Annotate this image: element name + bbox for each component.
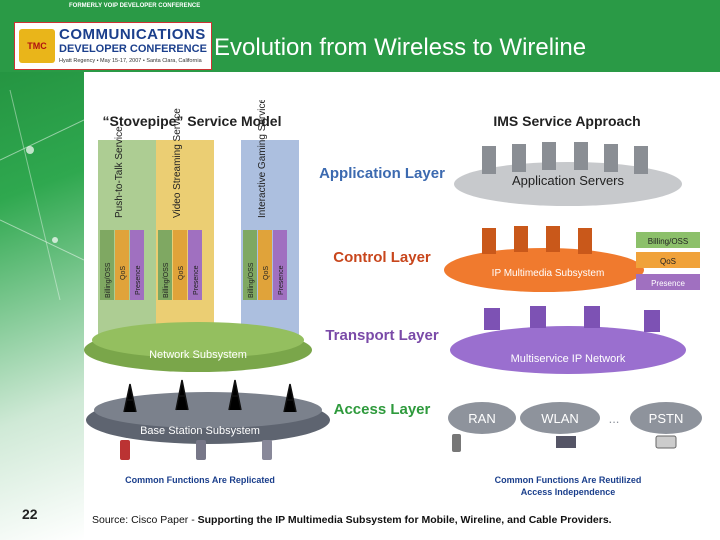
base-station-label: Base Station Subsystem — [140, 425, 260, 437]
function-billing: Billing/OSS — [163, 262, 170, 298]
desk-phone-icon — [655, 435, 677, 449]
stovepipe-heading: “Stovepipe” Service Model — [103, 113, 282, 129]
function-presence: Presence — [135, 265, 142, 295]
application-servers-label: Application Servers — [512, 173, 624, 188]
access-ran: RAN — [468, 411, 495, 426]
application-servers-disk — [454, 162, 682, 206]
column-1-functions: Billing/OSS QoS Presence — [100, 230, 144, 300]
column-2-functions: Billing/OSS QoS Presence — [158, 230, 202, 300]
multiservice-network-label: Multiservice IP Network — [511, 353, 626, 365]
source-citation: Source: Cisco Paper - Supporting the IP … — [92, 514, 612, 526]
ims-label: IP Multimedia Subsystem — [492, 268, 605, 279]
ims-caption-2: Access Independence — [521, 487, 616, 497]
architecture-diagram: “Stovepipe” Service Model IMS Service Ap… — [84, 100, 702, 497]
source-title: Supporting the IP Multimedia Subsystem f… — [197, 514, 612, 526]
ims-function-billing: Billing/OSS — [648, 237, 688, 246]
ims-function-qos: QoS — [660, 257, 676, 266]
function-qos: QoS — [120, 266, 127, 280]
column-3-functions: Billing/OSS QoS Presence — [243, 230, 287, 300]
function-qos: QoS — [178, 266, 185, 280]
phone-icon — [196, 440, 206, 460]
logo-tagline: FORMERLY VOIP DEVELOPER CONFERENCE — [69, 3, 201, 9]
control-server-icons — [482, 226, 592, 254]
stovepipe-caption: Common Functions Are Replicated — [125, 475, 275, 485]
service-label-1: Push-to-Talk Service — [114, 126, 125, 218]
access-wlan: WLAN — [541, 411, 579, 426]
network-subsystem-label: Network Subsystem — [149, 349, 247, 361]
ims-function-presence: Presence — [651, 279, 685, 288]
conference-logo: FORMERLY VOIP DEVELOPER CONFERENCE TMC C… — [14, 3, 212, 70]
ims-billing-box — [636, 232, 700, 248]
slide-title: Evolution from Wireless to Wireline — [214, 34, 587, 61]
logo-line-1: COMMUNICATIONS — [59, 26, 206, 43]
layer-access: Access Layer — [334, 401, 431, 418]
tmc-badge: TMC — [19, 29, 55, 63]
layer-application: Application Layer — [319, 165, 445, 182]
slide-header: FORMERLY VOIP DEVELOPER CONFERENCE TMC C… — [0, 0, 720, 72]
multiservice-network-disk — [450, 326, 686, 374]
access-ellipses — [448, 402, 702, 434]
function-billing: Billing/OSS — [105, 262, 112, 298]
ims-caption-1: Common Functions Are Reutilized — [495, 475, 642, 485]
function-qos: QoS — [263, 266, 270, 280]
logo-line-3: Hyatt Regency • May 15-17, 2007 • Santa … — [59, 58, 202, 64]
tower-icons — [123, 379, 297, 413]
ims-control-disk — [444, 248, 644, 292]
function-presence: Presence — [193, 265, 200, 295]
service-label-3: Interactive Gaming Service — [257, 100, 268, 218]
layer-control: Control Layer — [333, 249, 431, 266]
function-presence: Presence — [278, 265, 285, 295]
network-lines-decoration — [0, 89, 84, 301]
ims-qos-box — [636, 252, 700, 268]
ims-heading: IMS Service Approach — [493, 113, 640, 129]
layer-transport: Transport Layer — [325, 327, 439, 344]
phone-icon — [262, 440, 272, 460]
function-billing: Billing/OSS — [248, 262, 255, 298]
phone-icon — [452, 434, 461, 452]
phone-icon — [120, 440, 130, 460]
access-pstn: PSTN — [649, 411, 684, 426]
router-icons — [484, 306, 660, 332]
decorative-sidebar — [0, 0, 84, 540]
access-ellipsis: ... — [609, 411, 620, 426]
source-prefix: Source: Cisco Paper - — [92, 514, 198, 526]
server-icons — [482, 142, 648, 174]
laptop-icon — [556, 436, 576, 448]
ims-presence-box — [636, 274, 700, 290]
page-number: 22 — [22, 506, 38, 522]
service-label-2: Video Streaming Service — [172, 108, 183, 218]
logo-line-2: DEVELOPER CONFERENCE — [59, 43, 207, 55]
